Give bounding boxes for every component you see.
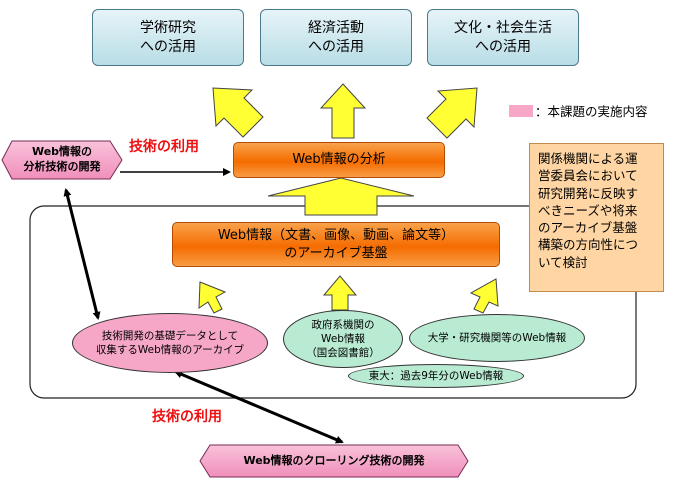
government-web-info-ellipse: 政府系機関の Web情報 （国会図書館） [283, 310, 403, 368]
tech-use-label-bottom: 技術の利用 [152, 409, 222, 425]
source-arrow-right-icon [469, 278, 499, 314]
analysis-tech-archive-link [63, 188, 101, 320]
crawling-tech-label: Web情報のクローリング技術の開発 [243, 453, 425, 467]
source-arrow-center-icon [322, 275, 358, 311]
goal-arrow-center-icon [319, 83, 367, 139]
legend-label: ：本課題の実施内容 [535, 104, 648, 119]
crawling-tech-hexagon [199, 444, 469, 478]
tech-use-label-top: 技術の利用 [129, 139, 199, 155]
todai-web-info-ellipse: 東大：過去9年分のWeb情報 [348, 364, 524, 388]
web-archive-platform-box: Web情報（文書、画像、動画、論文等） のアーカイブ基盤 [172, 222, 500, 267]
basic-data-archive-ellipse: 技術開発の基礎データとして 収集するWeb情報のアーカイブ [72, 313, 268, 373]
legend-swatch [509, 105, 533, 117]
steering-committee-note: 関係機関による運 営委員会において 研究開発に反映す べきニーズや将来 のアーカ… [529, 143, 664, 292]
source-arrow-left-icon [198, 281, 227, 314]
archive-to-analysis-arrow-icon [267, 177, 415, 216]
analysis-tech-hexagon [1, 140, 123, 180]
analysis-tech-label: Web情報の 分析技術の開発 [23, 145, 101, 173]
goal-culture-social-life: 文化・社会生活 への活用 [427, 9, 579, 66]
goal-arrow-left-icon [212, 87, 264, 138]
goal-arrow-right-icon [426, 87, 478, 139]
goal-economic-activity: 経済活動 への活用 [260, 9, 412, 66]
goal-academic-research: 学術研究 への活用 [92, 9, 244, 66]
crawling-tech-archive-link [174, 370, 344, 444]
university-web-info-ellipse: 大学・研究機関等のWeb情報 [409, 314, 585, 362]
web-info-analysis-box: Web情報の分析 [233, 142, 445, 178]
